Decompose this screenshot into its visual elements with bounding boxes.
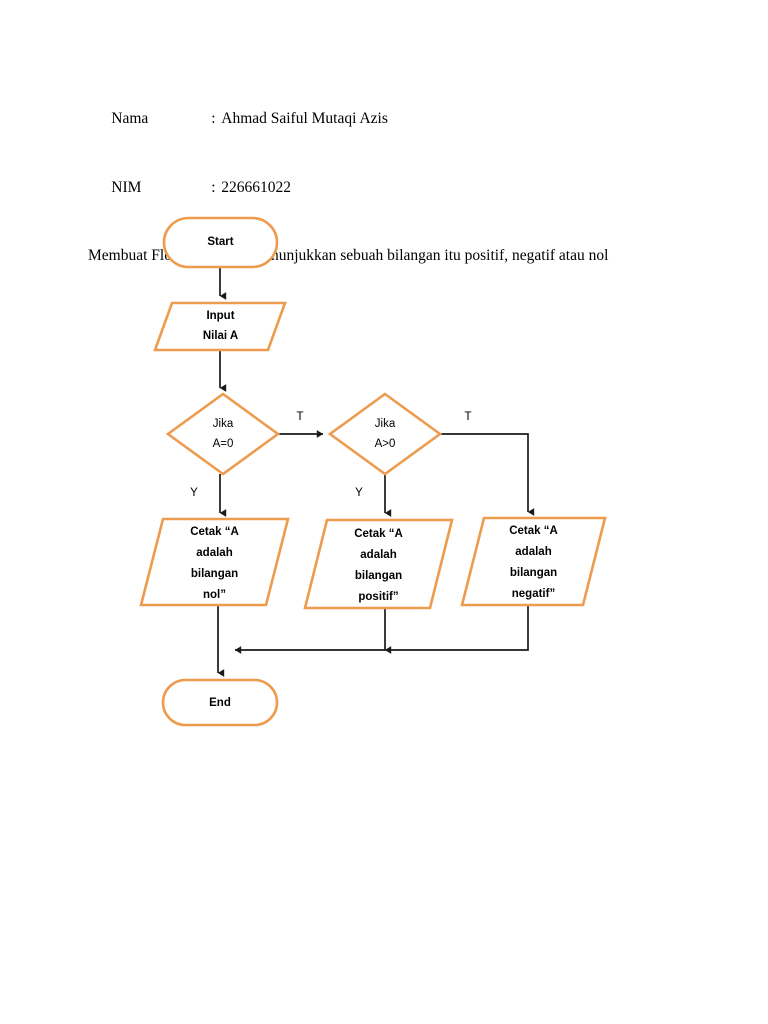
flowchart-node-end[interactable] bbox=[161, 678, 279, 727]
identity-value-nama: Ahmad Saiful Mutaqi Azis bbox=[221, 110, 388, 127]
flowchart-node-decision-zero[interactable] bbox=[165, 392, 281, 476]
edge-label-decision-positive-true: Y bbox=[355, 487, 363, 499]
flowchart-node-output-zero[interactable] bbox=[139, 517, 290, 607]
flowchart-node-output-negative[interactable] bbox=[460, 516, 607, 607]
identity-row-nama: Nama: Ahmad Saiful Mutaqi Azis bbox=[88, 84, 688, 153]
identity-label-nama: Nama bbox=[111, 110, 149, 127]
edge-label-decision-positive-false: T bbox=[464, 411, 472, 423]
identity-label-nim: NIM bbox=[111, 179, 142, 196]
flowchart-node-output-positive[interactable] bbox=[303, 518, 454, 610]
flowchart-node-decision-positive[interactable] bbox=[327, 392, 443, 476]
edge-label-decision-zero-true: Y bbox=[190, 487, 198, 499]
connector-decision-positive-false-to-output-negative bbox=[440, 433, 535, 516]
identity-row-nim: NIM:226661022 bbox=[88, 153, 688, 222]
edge-label-decision-zero-false: T bbox=[296, 411, 304, 423]
identity-separator-nama: : bbox=[211, 110, 216, 127]
identity-separator-nim: : bbox=[211, 179, 216, 196]
connector-output-negative-to-merge bbox=[234, 605, 529, 654]
flowchart-node-input[interactable] bbox=[153, 301, 287, 352]
flowchart-node-start[interactable] bbox=[162, 216, 279, 269]
identity-value-nim: 226661022 bbox=[221, 179, 291, 196]
